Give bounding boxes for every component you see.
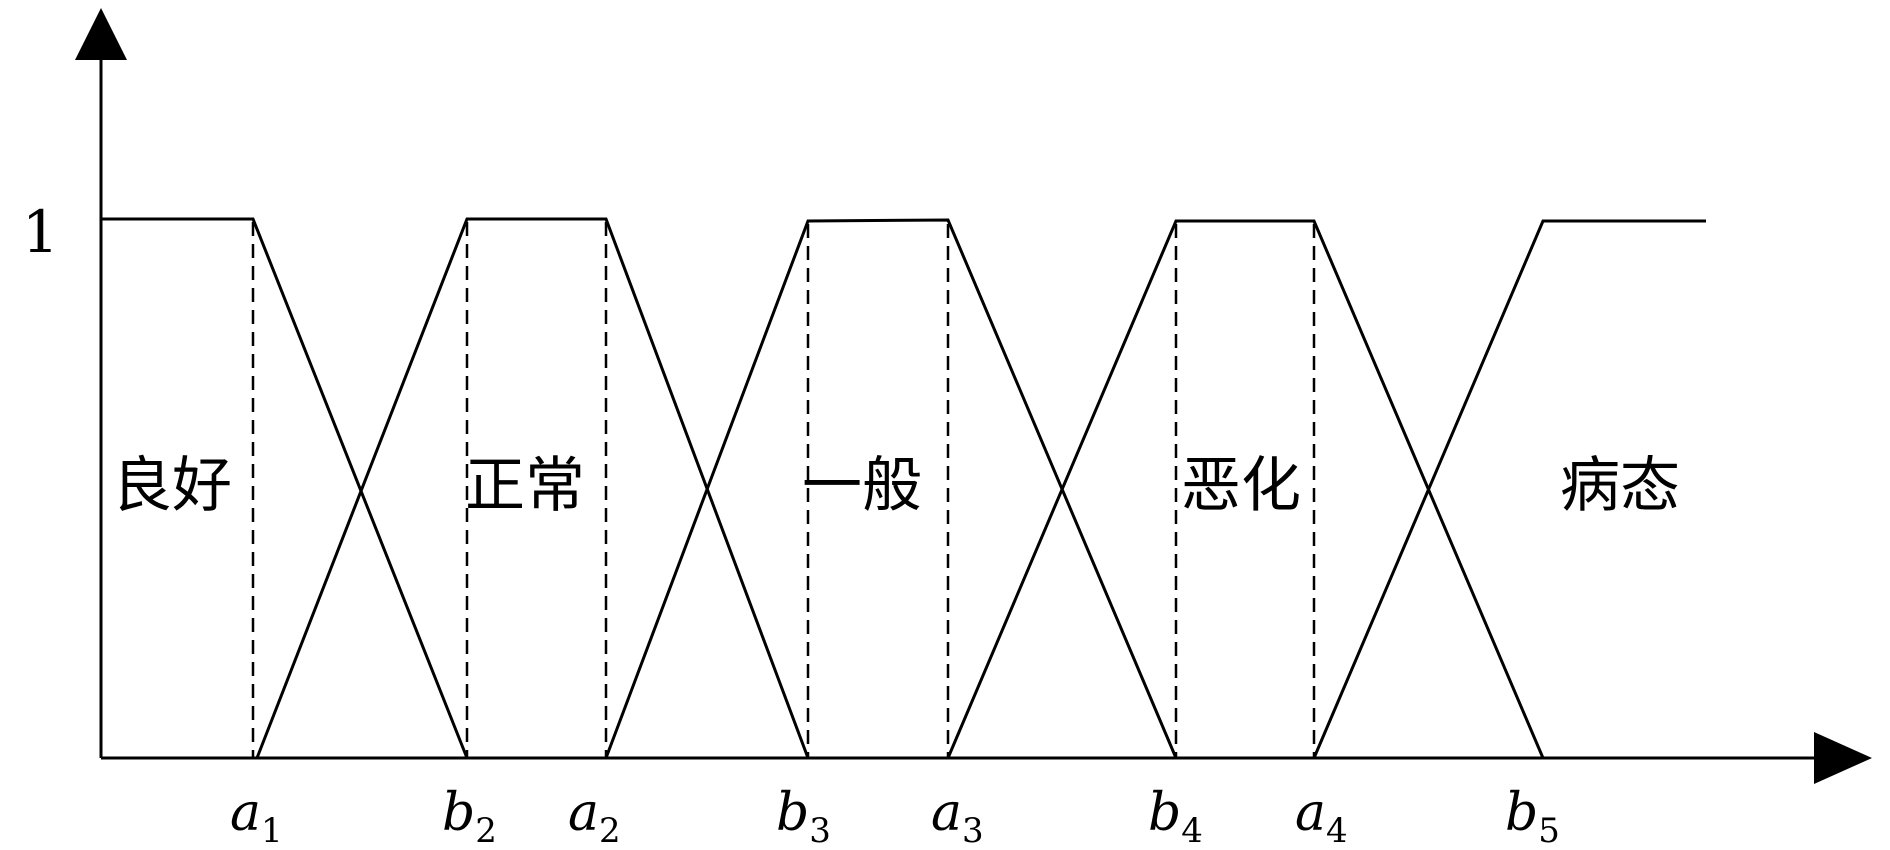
x-tick-label-a2: a2 (568, 783, 621, 850)
x-tick-label-b4: b4 (1148, 783, 1203, 850)
x-tick-label-a3: a3 (931, 783, 984, 850)
mf-good (101, 217, 469, 759)
x-tick-label-a1: a1 (230, 783, 283, 850)
y-tick-label-one: 1 (22, 198, 59, 266)
region-label-fair: 一般 (802, 451, 922, 521)
region-label-good: 良好 (112, 451, 232, 521)
x-axis-arrow-icon (1814, 732, 1872, 784)
x-tick-label-a4: a4 (1295, 783, 1348, 850)
region-label-pathological: 病态 (1560, 451, 1680, 521)
x-tick-label-b3: b3 (776, 783, 831, 850)
region-label-normal: 正常 (465, 451, 585, 521)
y-axis-arrow-icon (75, 8, 127, 60)
region-label-deteriorated: 恶化 (1181, 451, 1301, 521)
mf-pathological (1312, 219, 1706, 759)
x-tick-label-b2: b2 (442, 783, 497, 850)
x-tick-label-b5: b5 (1505, 783, 1560, 850)
